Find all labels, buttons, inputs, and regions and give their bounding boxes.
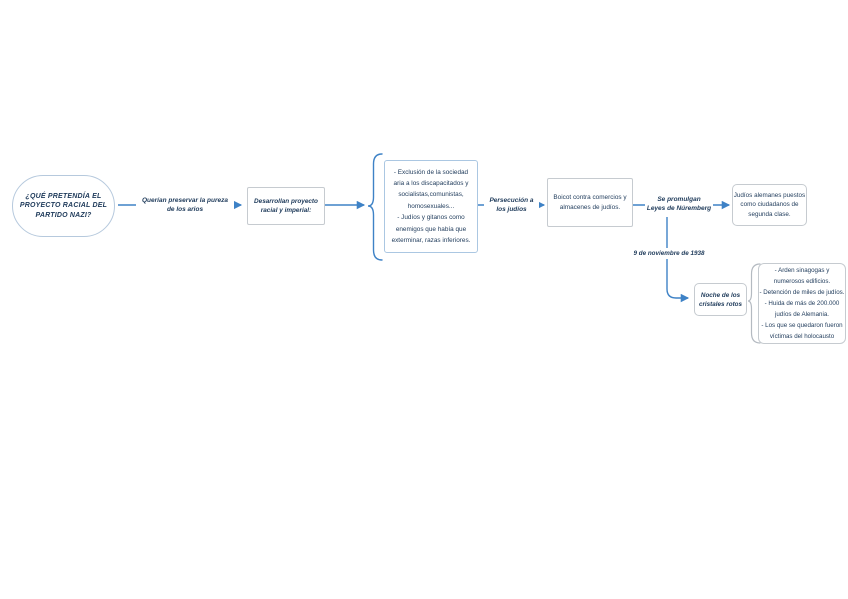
node-exclusion-details: - Exclusión de la sociedad aria a los di… — [384, 160, 478, 253]
node-racial-project: Desarrollan proyecto racial y imperial: — [247, 187, 325, 225]
node-kristallnacht-details: - Arden sinagogas y numerosos edificios.… — [758, 263, 846, 344]
node-kristallnacht-text: Noche de los cristales rotos — [698, 291, 743, 308]
edge-label-date-text: 9 de noviembre de 1938 — [633, 250, 705, 257]
edge-label-preserve-purity: Querían preservar la pureza de los arios — [136, 192, 234, 218]
node-kristallnacht: Noche de los cristales rotos — [694, 283, 747, 316]
edge-label-nuremberg-laws-text: Se promulgan Leyes de Núremberg — [646, 196, 712, 212]
node-boycott-text: Boicot contra comercios y almacenes de j… — [553, 193, 627, 211]
node-second-class-citizens: Judíos alemanes puestos como ciudadanos … — [732, 184, 807, 226]
edge-label-preserve-purity-text: Querían preservar la pureza de los arios — [142, 197, 228, 213]
node-exclusion-details-text: - Exclusión de la sociedad aria a los di… — [391, 168, 471, 245]
start-question-text: ¿QUÉ PRETENDÍA EL PROYECTO RACIAL DEL PA… — [19, 192, 108, 219]
node-boycott: Boicot contra comercios y almacenes de j… — [547, 178, 633, 227]
arrow-branch-kristallnacht — [666, 206, 690, 303]
start-question-ellipse: ¿QUÉ PRETENDÍA EL PROYECTO RACIAL DEL PA… — [12, 175, 115, 237]
node-kristallnacht-details-text: - Arden sinagogas y numerosos edificios.… — [759, 267, 845, 340]
curly-brace-gray-icon — [747, 263, 761, 344]
node-second-class-citizens-text: Judíos alemanes puestos como ciudadanos … — [733, 191, 806, 218]
edge-label-date-kristallnacht: 9 de noviembre de 1938 — [630, 248, 708, 259]
edge-label-persecution-text: Persecución a los judíos — [489, 197, 534, 213]
edge-label-persecution: Persecución a los judíos — [484, 193, 539, 217]
node-racial-project-text: Desarrollan proyecto racial y imperial: — [254, 197, 318, 215]
edge-label-nuremberg-laws: Se promulgan Leyes de Núremberg — [645, 191, 713, 217]
curly-brace-blue-icon — [367, 153, 383, 261]
